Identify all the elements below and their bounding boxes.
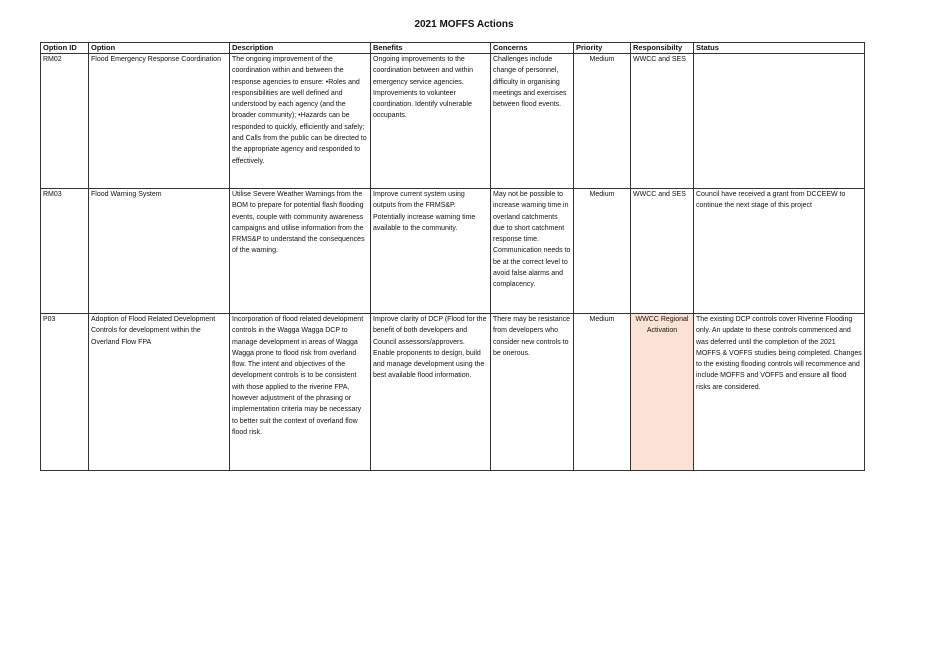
- cell-responsibility: WWCC and SES: [630, 188, 694, 314]
- cell-status: Council have received a grant from DCCEE…: [693, 188, 865, 314]
- table-header-row: Option ID Option Description Benefits Co…: [40, 42, 865, 54]
- table-row: RM03 Flood Warning System Utilise Severe…: [40, 188, 865, 314]
- header-status: Status: [693, 42, 865, 54]
- cell-option: Flood Warning System: [88, 188, 230, 314]
- cell-status: [693, 53, 865, 189]
- header-benefits: Benefits: [370, 42, 491, 54]
- cell-option-id: RM03: [40, 188, 89, 314]
- cell-description: Incorporation of flood related developme…: [229, 313, 371, 471]
- cell-concerns: Challenges include change of personnel, …: [490, 53, 574, 189]
- cell-description: The ongoing improvement of the coordinat…: [229, 53, 371, 189]
- cell-priority: Medium: [573, 188, 631, 314]
- header-responsibility: Responsibilty: [630, 42, 694, 54]
- cell-option-id: RM02: [40, 53, 89, 189]
- table-row: RM02 Flood Emergency Response Coordinati…: [40, 53, 865, 189]
- table-row: P03 Adoption of Flood Related Developmen…: [40, 313, 865, 471]
- header-option: Option: [88, 42, 230, 54]
- cell-option-id: P03: [40, 313, 89, 471]
- header-description: Description: [229, 42, 371, 54]
- cell-concerns: There may be resistance from developers …: [490, 313, 574, 471]
- cell-priority: Medium: [573, 313, 631, 471]
- cell-benefits: Ongoing improvements to the coordination…: [370, 53, 491, 189]
- cell-option: Flood Emergency Response Coordination: [88, 53, 230, 189]
- cell-responsibility: WWCC and SES: [630, 53, 694, 189]
- header-option-id: Option ID: [40, 42, 89, 54]
- actions-table: Option ID Option Description Benefits Co…: [40, 42, 865, 471]
- cell-concerns: May not be possible to increase warning …: [490, 188, 574, 314]
- cell-benefits: Improve current system using outputs fro…: [370, 188, 491, 314]
- cell-option: Adoption of Flood Related Development Co…: [88, 313, 230, 471]
- cell-status: The existing DCP controls cover Riverine…: [693, 313, 865, 471]
- header-priority: Priority: [573, 42, 631, 54]
- cell-description: Utilise Severe Weather Warnings from the…: [229, 188, 371, 314]
- header-concerns: Concerns: [490, 42, 574, 54]
- cell-benefits: Improve clarity of DCP (Flood for the be…: [370, 313, 491, 471]
- cell-priority: Medium: [573, 53, 631, 189]
- page-title: 2021 MOFFS Actions: [414, 19, 514, 30]
- cell-responsibility: WWCC Regional Activation: [630, 313, 694, 471]
